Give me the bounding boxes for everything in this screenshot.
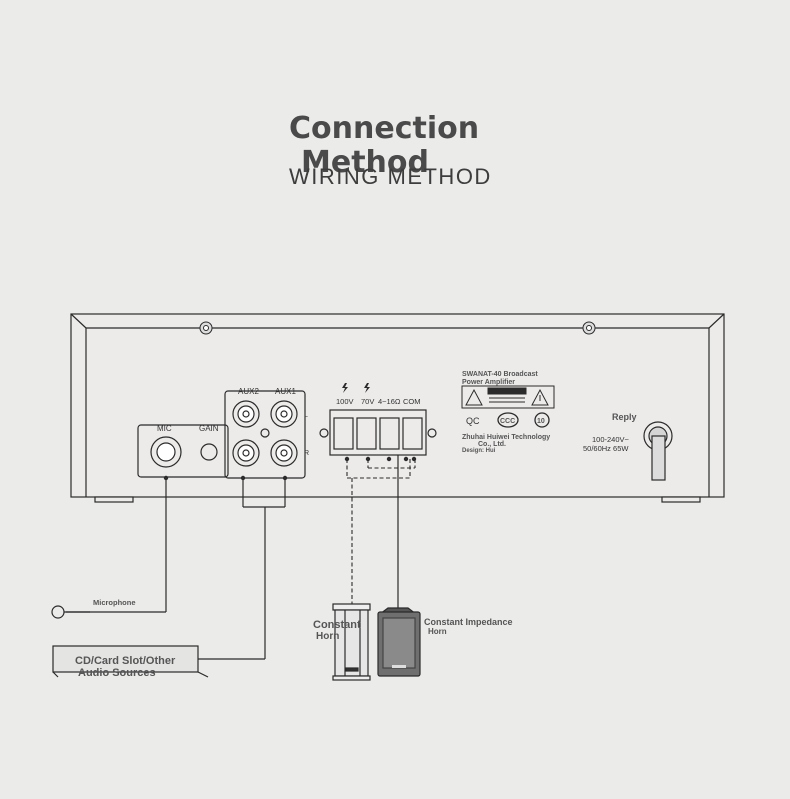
maker-line-1: Zhuhai Huiwei Technology [462,434,550,441]
microphone-icon [51,605,90,619]
constant-horn-line-2: Horn [316,631,339,642]
environmental-mark-icon: 10 [534,412,550,428]
constant-impedance-line-1: Constant Impedance [424,617,513,627]
wall-speaker [377,607,421,677]
audio-source-line-2: Audio Sources [78,667,156,679]
model-line-2: Power Amplifier [462,379,515,386]
audio-source-line-1: CD/Card Slot/Other [75,655,176,667]
power-cord-icon [643,421,673,481]
constant-impedance-line-2: Horn [428,627,447,636]
warning-label [461,385,555,409]
power-line-2: 50/60Hz 65W [583,444,629,453]
audio-source-device [52,645,209,678]
column-horn-speaker [332,603,371,681]
title-line-1: Connection [289,111,480,146]
title-line-2: Method [301,145,429,180]
constant-horn-line-1: Constant [313,619,361,631]
power-line-1: 100-240V~ [592,435,630,444]
lightning-icon [342,383,370,393]
aux1-label: AUX1 [275,387,296,396]
terminal-label-70v: 70V [361,397,374,406]
page-title: Connection Method [289,112,504,180]
terminal-label-impedance: 4~16Ω [378,397,401,406]
speaker-terminal-block [319,409,437,456]
wiring-junction-dots [163,456,417,481]
mic-gain-section [137,424,229,478]
page-subtitle: WIRING METHOD [289,164,492,189]
aux-rca-section [224,390,306,479]
gain-label: GAIN [199,424,219,433]
screw-icon [199,321,596,335]
terminal-label-com: COM [403,397,421,406]
left-channel-label: L [304,412,308,419]
ten-label: 10 [537,418,545,425]
right-channel-label: R [304,450,309,457]
aux2-label: AUX2 [238,387,259,396]
maker-line-2: Co., Ltd. [478,441,506,448]
model-line-1: SWANAT-40 Broadcast [462,371,538,378]
qc-label: QC [466,416,480,426]
microphone-label: Microphone [93,598,136,607]
mic-label: MIC [157,424,172,433]
ccc-mark-icon: CCC [497,412,519,428]
terminal-label-100v: 100V [336,397,354,406]
reply-label: Reply [612,412,637,422]
design-line: Design: Hui [462,448,496,454]
ccc-label: CCC [500,418,515,425]
